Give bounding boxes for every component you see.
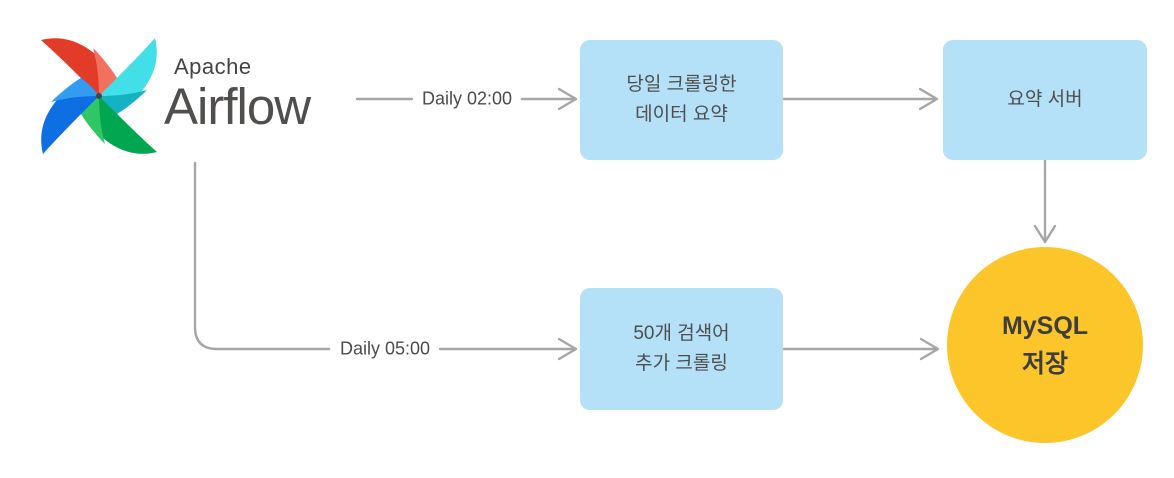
schedule-label-daily-0500: Daily 05:00 <box>335 338 435 360</box>
apache-wordmark: Apache <box>174 54 252 79</box>
node-label-line: 저장 <box>1021 350 1068 378</box>
airflow-pinwheel-logo-icon <box>41 38 157 154</box>
airflow-wordmark: Airflow <box>164 78 311 135</box>
node-summary-server: 요약 서버 <box>943 40 1147 160</box>
node-label-line: 50개 검색어 <box>633 323 730 344</box>
node-50-keywords-extra-crawl: 50개 검색어 추가 크롤링 <box>580 288 783 410</box>
node-label-line: 요약 서버 <box>1007 89 1083 110</box>
node-label-line: MySQL <box>1001 312 1089 340</box>
node-daily-crawled-data-summary: 당일 크롤링한 데이터 요약 <box>580 40 783 160</box>
node-label-line: 당일 크롤링한 <box>626 74 737 95</box>
node-mysql-storage: MySQL 저장 <box>947 247 1143 443</box>
node-label-line: 추가 크롤링 <box>635 353 728 374</box>
schedule-label-daily-0200: Daily 02:00 <box>417 88 517 110</box>
node-label-line: 데이터 요약 <box>635 104 728 125</box>
